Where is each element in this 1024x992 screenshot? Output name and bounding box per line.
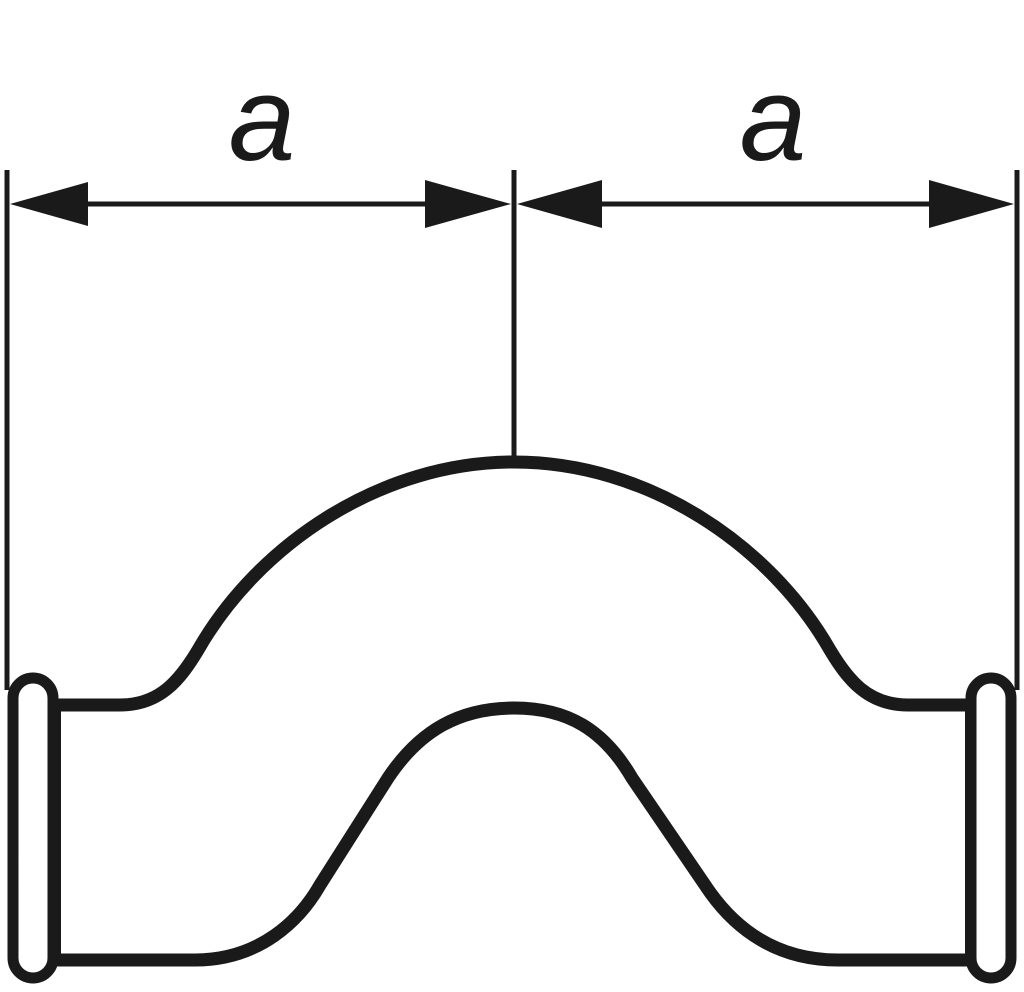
right-end-collar — [965, 672, 1017, 984]
extension-lines — [4, 170, 1020, 690]
left-end-collar — [7, 672, 61, 984]
dimension-line-left — [10, 180, 511, 228]
fitting-outer-arch — [51, 455, 975, 712]
dimension-label-right: a — [740, 52, 807, 186]
arrowhead-right-icon — [425, 180, 511, 228]
arrowhead-right-icon — [929, 180, 1014, 228]
arrowhead-left-icon — [10, 182, 88, 226]
dimension-line-right — [517, 180, 1014, 228]
arrowhead-left-icon — [517, 180, 602, 228]
fitting-inner-arch — [51, 701, 975, 967]
fitting-outline — [51, 455, 975, 967]
dimension-label-left: a — [229, 52, 296, 186]
